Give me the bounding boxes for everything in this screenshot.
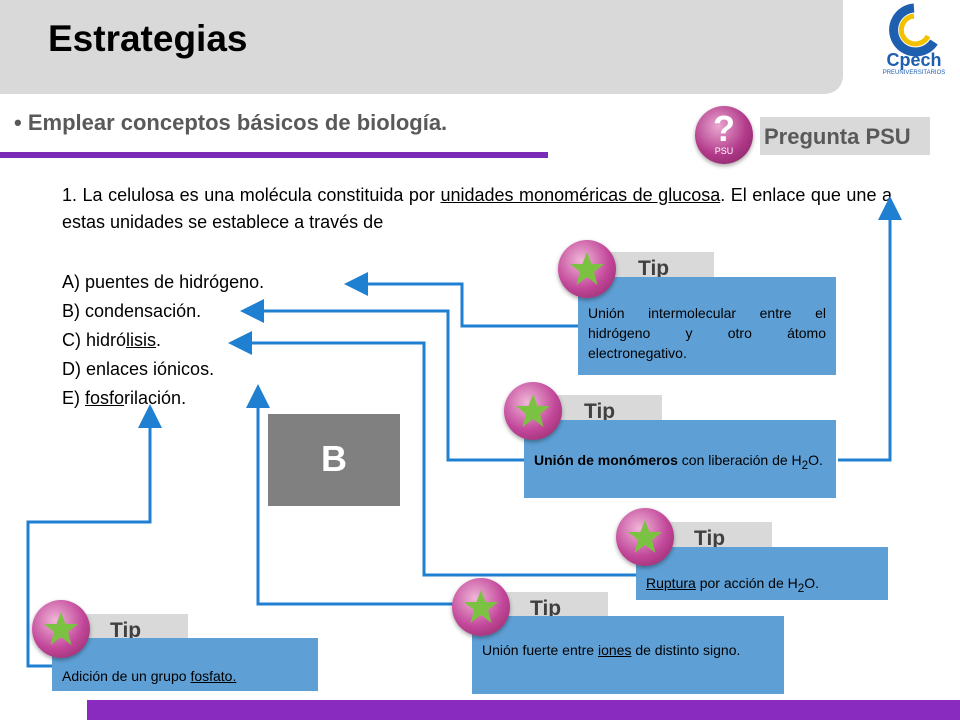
title-bar [0,0,843,94]
psu-badge [760,117,930,155]
tip-1-star-icon [558,240,616,298]
tip-3-box: Ruptura por acción de H2O. [636,547,888,600]
option-d: D) enlaces iónicos. [62,359,215,379]
answer-letter: B [321,438,347,479]
tip-4-star-icon [452,578,510,636]
tip-2-star-icon [504,382,562,440]
arrow-tip1-to-a [344,272,578,328]
option-a: A) puentes de hidrógeno. [62,272,265,292]
question-mark-icon: ? PSU [695,106,753,164]
footer-bar [87,700,960,720]
logo-subtext: PREUNIVERSITARIOS [883,70,946,76]
question-text: 1. La celulosa es una molécula constitui… [62,185,892,232]
tip-5-box: Adición de un grupo fosfato. [52,638,318,691]
tip-3-star-icon [616,508,674,566]
option-e: E) fosforilación. [62,388,187,408]
arrow-tip3-to-c [228,331,636,577]
tip-1-box: Unión intermolecular entre el hidrógeno … [578,277,836,375]
page-title: Estrategias [48,18,248,59]
cpech-logo: Cpech PREUNIVERSITARIOS [883,3,946,76]
tip-2-box: Unión de monómeros con liberación de H2O… [524,420,836,498]
answer-box: B [268,414,400,506]
subtitle-divider [0,152,548,158]
arrow-tip2-to-question [838,196,902,462]
arrow-tip2-to-b [240,299,524,462]
tip-4-box: Unión fuerte entre iones de distinto sig… [472,616,784,694]
tip-5-star-icon [32,600,90,658]
option-b: B) condensación. [62,301,202,321]
subtitle: • Emplear conceptos básicos de biología. [14,110,448,135]
logo-text: Cpech [886,50,941,70]
option-c: C) hidrólisis. [62,330,162,350]
psu-badge-label: Pregunta PSU [764,124,911,149]
answer-options: A) puentes de hidrógeno. B) condensación… [62,268,264,413]
arrow-tip4-to-d [246,384,472,606]
arrow-tip5-to-e [26,404,162,668]
